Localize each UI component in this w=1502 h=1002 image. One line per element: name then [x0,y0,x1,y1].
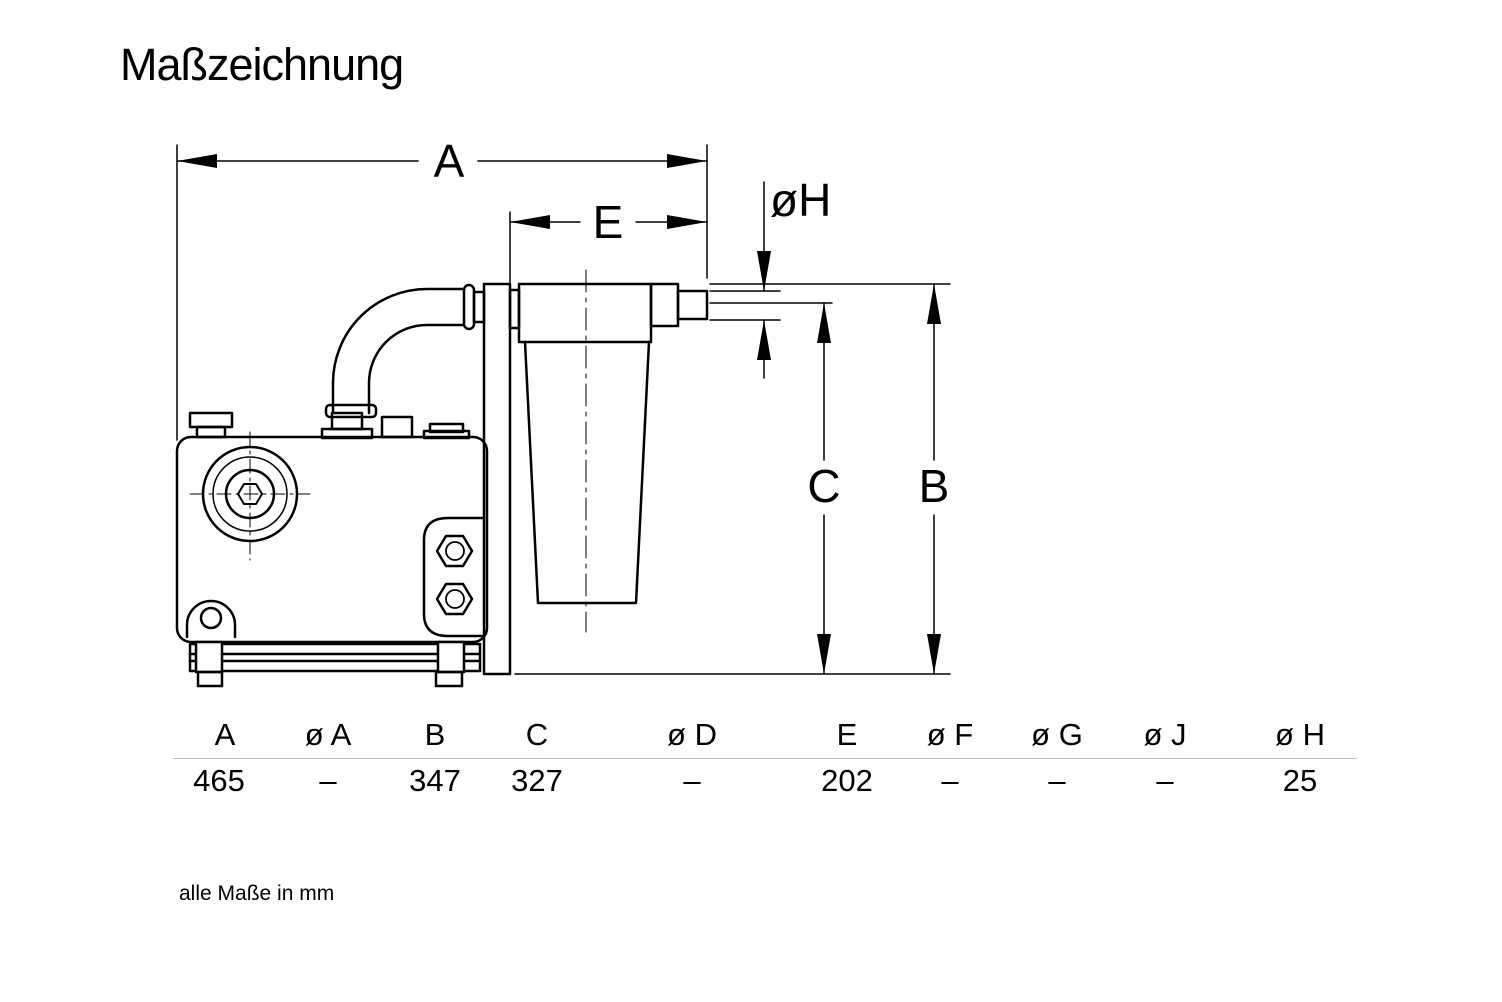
table-cell: – [1048,763,1066,798]
table-cell: 465 [193,763,245,798]
units-footnote: alle Maße in mm [179,882,335,905]
page-title: Maßzeichnung [120,39,404,90]
mounting-plate [482,282,521,676]
table-header: ø H [1275,717,1325,752]
label-diameter-h: øH [770,174,831,226]
table-header: B [424,717,446,752]
table-cell: 347 [409,763,461,798]
table-header: ø F [926,717,974,752]
table-header: C [525,717,549,752]
table-cell: – [319,763,337,798]
extension-lines [176,144,951,675]
table-cell: – [683,763,701,798]
table-header: ø A [304,717,352,752]
filter-housing [517,269,709,633]
table-cell: 25 [1282,763,1318,798]
table-header: ø G [1031,717,1083,752]
dimension-table: A ø A B C ø D E ø F ø G ø J ø H 465 – 34… [173,712,1357,804]
label-e: E [593,196,624,248]
label-c: C [807,460,840,512]
table-header-row: A ø A B C ø D E ø F ø G ø J ø H [173,712,1357,758]
inlet-pipe [324,283,486,419]
label-a: A [434,135,465,187]
pump-body [175,411,489,688]
table-header: ø J [1143,717,1187,752]
table-header: A [214,717,236,752]
table-header: E [836,717,858,752]
table-cell: 202 [821,763,873,798]
table-divider [173,758,1357,759]
label-b: B [919,460,950,512]
table-cell: 327 [511,763,563,798]
table-value-row: 465 – 347 327 – 202 – – – 25 [173,758,1357,804]
table-header: ø D [667,717,717,752]
table-cell: – [1156,763,1174,798]
table-cell: – [941,763,959,798]
